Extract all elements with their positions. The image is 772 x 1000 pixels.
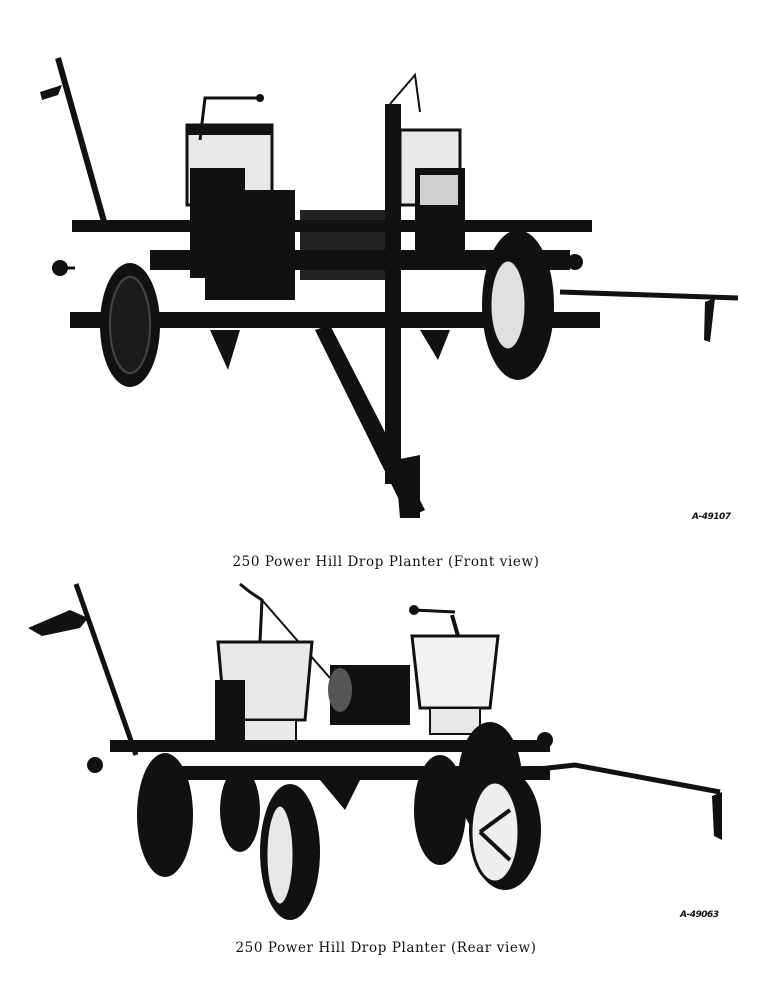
caption-rear-view: 250 Power Hill Drop Planter (Rear view) — [235, 940, 537, 956]
photo-code-front: A-49107 — [692, 512, 731, 522]
planter-front-view-illustration — [40, 57, 739, 518]
figure-front-view: A-49107 — [0, 40, 772, 530]
planter-rear-view-illustration — [28, 582, 722, 920]
caption-front-view: 250 Power Hill Drop Planter (Front view) — [232, 554, 540, 570]
figure-rear-view: A-49063 — [0, 570, 772, 930]
photo-code-rear: A-49063 — [680, 910, 719, 920]
